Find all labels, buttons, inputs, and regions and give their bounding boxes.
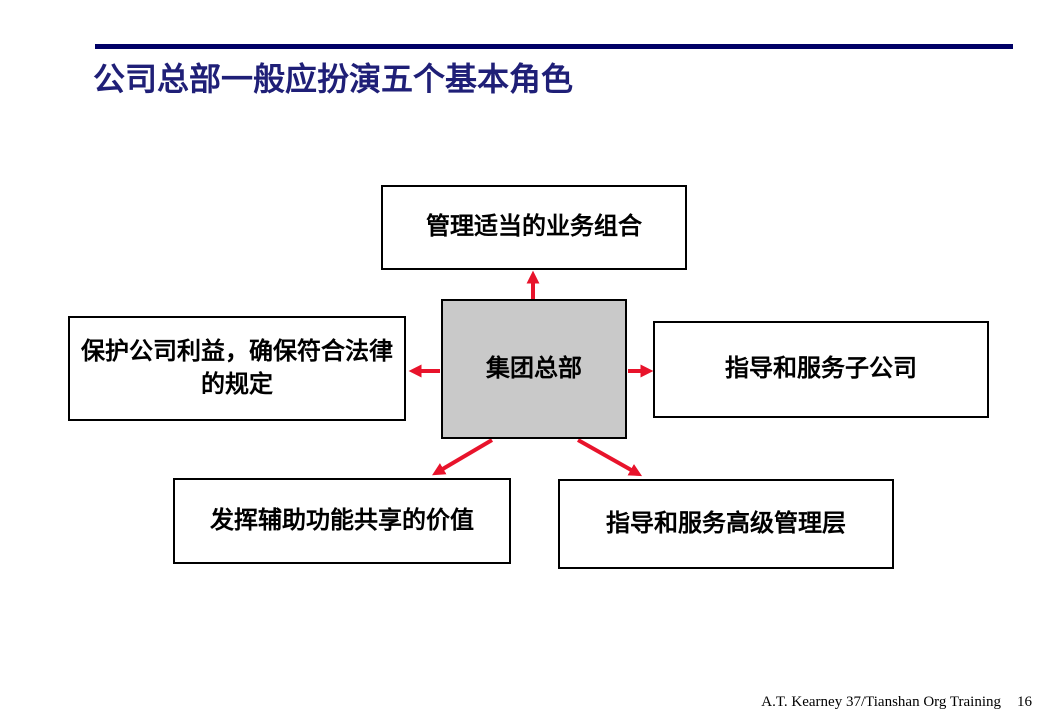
node-manage-business-portfolio: 管理适当的业务组合	[381, 185, 687, 270]
node-label: 集团总部	[486, 354, 582, 382]
node-label-line2: 的规定	[201, 370, 273, 398]
footer: A.T. Kearney 37/Tianshan Org Training 16	[761, 694, 1032, 711]
slide-title: 公司总部一般应扮演五个基本角色	[93, 61, 574, 97]
arrow-down-left-icon	[432, 438, 494, 476]
node-label: 管理适当的业务组合	[426, 213, 642, 241]
node-label: 发挥辅助功能共享的价值	[210, 506, 474, 534]
node-label: 保护公司利益，确保符合法律 的规定	[81, 336, 393, 401]
footer-credit: A.T. Kearney 37/Tianshan Org Training	[761, 694, 1001, 710]
node-protect-company-interests: 保护公司利益，确保符合法律 的规定	[68, 316, 406, 421]
node-group-headquarters: 集团总部	[441, 299, 627, 439]
node-guide-serve-subsidiaries: 指导和服务子公司	[653, 321, 989, 418]
node-label: 指导和服务高级管理层	[606, 509, 846, 537]
arrow-down-right-icon	[577, 438, 643, 477]
node-label: 指导和服务子公司	[725, 355, 917, 383]
node-label-line1: 保护公司利益，确保符合法律	[81, 338, 393, 366]
title-rule	[95, 44, 1013, 49]
node-guide-serve-senior-management: 指导和服务高级管理层	[558, 479, 894, 569]
node-shared-support-functions-value: 发挥辅助功能共享的价值	[173, 478, 511, 564]
footer-page-number: 16	[1017, 694, 1032, 710]
